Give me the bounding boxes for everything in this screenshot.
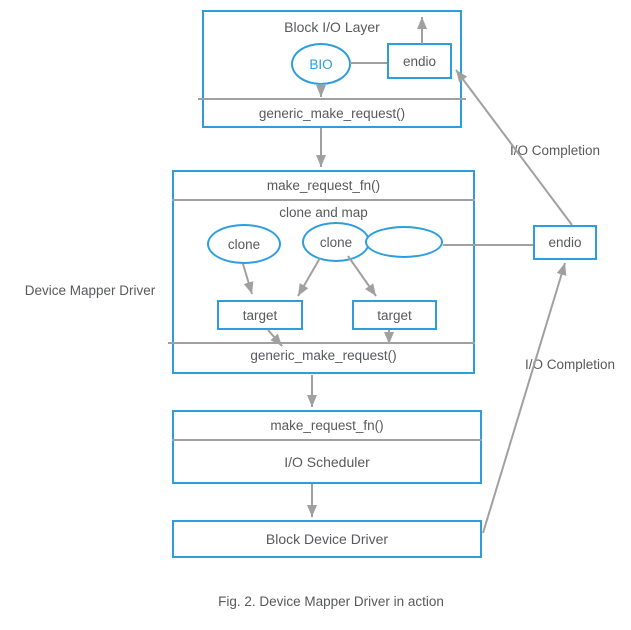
target-right-label: target	[377, 307, 412, 323]
target-box-right: target	[352, 300, 437, 330]
block-device-driver-box: Block Device Driver	[172, 520, 482, 558]
generic-make-request-label-middle: generic_make_request()	[250, 348, 397, 363]
arrow-io-completion-bottom	[482, 262, 567, 534]
io-completion-label-top: I/O Completion	[509, 143, 601, 158]
make-request-fn-label-bottom: make_request_fn()	[270, 418, 384, 433]
target-left-label: target	[242, 307, 278, 323]
bio-ellipse: BIO	[291, 43, 351, 85]
clone-center-label: clone	[319, 234, 353, 250]
endio-label-right: endio	[548, 235, 582, 250]
target-box-left: target	[217, 300, 303, 330]
block-io-layer-title: Block I/O Layer	[284, 19, 380, 35]
device-mapper-box	[172, 170, 475, 374]
scheduler-box	[172, 410, 482, 484]
bio-label: BIO	[309, 56, 333, 72]
clone-left-label: clone	[227, 236, 261, 252]
clone-ellipse-left: clone	[207, 224, 281, 264]
generic-make-request-label-top: generic_make_request()	[258, 106, 406, 121]
clone-ellipse-center: clone	[302, 222, 370, 262]
figure-caption: Fig. 2. Device Mapper Driver in action	[218, 594, 444, 609]
clone-ellipse-right-empty	[365, 226, 443, 258]
clone-and-map-label: clone and map	[279, 205, 368, 220]
make-request-fn-label-middle: make_request_fn()	[266, 178, 381, 193]
endio-box-right: endio	[533, 225, 597, 260]
block-device-driver-label: Block Device Driver	[265, 531, 389, 547]
io-completion-label-bottom: I/O Completion	[524, 357, 616, 372]
endio-box-top: endio	[387, 43, 452, 79]
endio-label-top: endio	[402, 53, 437, 69]
device-mapper-driver-side-label: Device Mapper Driver	[24, 283, 156, 298]
io-scheduler-label: I/O Scheduler	[284, 454, 370, 470]
